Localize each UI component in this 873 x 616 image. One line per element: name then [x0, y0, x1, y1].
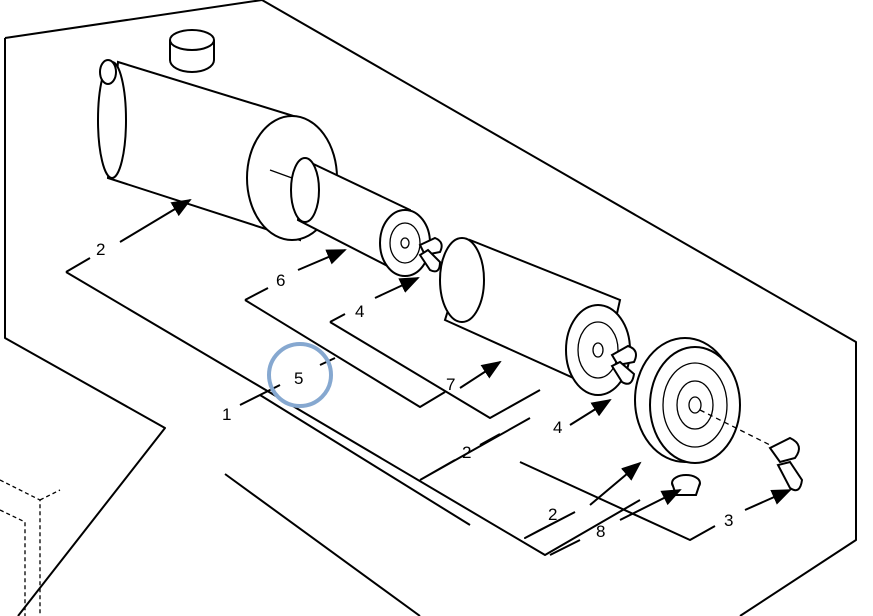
frame-outline: [4, 0, 857, 616]
callout-5: 5: [294, 369, 303, 388]
callout-3: 3: [724, 511, 733, 530]
inner-filter-element: [290, 157, 431, 277]
leader-lines: [65, 200, 790, 556]
highlight-circle: [267, 342, 333, 408]
air-cleaner-cover: [634, 337, 781, 464]
wing-nut-cover: [768, 436, 804, 492]
callout-6: 6: [276, 271, 285, 290]
callout-1: 1: [222, 405, 231, 424]
callout-8: 8: [596, 522, 605, 541]
callout-4-inner: 4: [355, 302, 364, 321]
callout-7: 7: [446, 375, 455, 394]
callout-2-housing: 2: [96, 240, 105, 259]
callout-2-middle: 2: [462, 443, 471, 462]
dashed-adjacent-part: [0, 479, 61, 616]
wing-nut-outer: [610, 344, 637, 385]
outer-filter-element: [439, 237, 631, 396]
callout-2-lower: 2: [548, 505, 557, 524]
callout-4-outer: 4: [553, 418, 562, 437]
